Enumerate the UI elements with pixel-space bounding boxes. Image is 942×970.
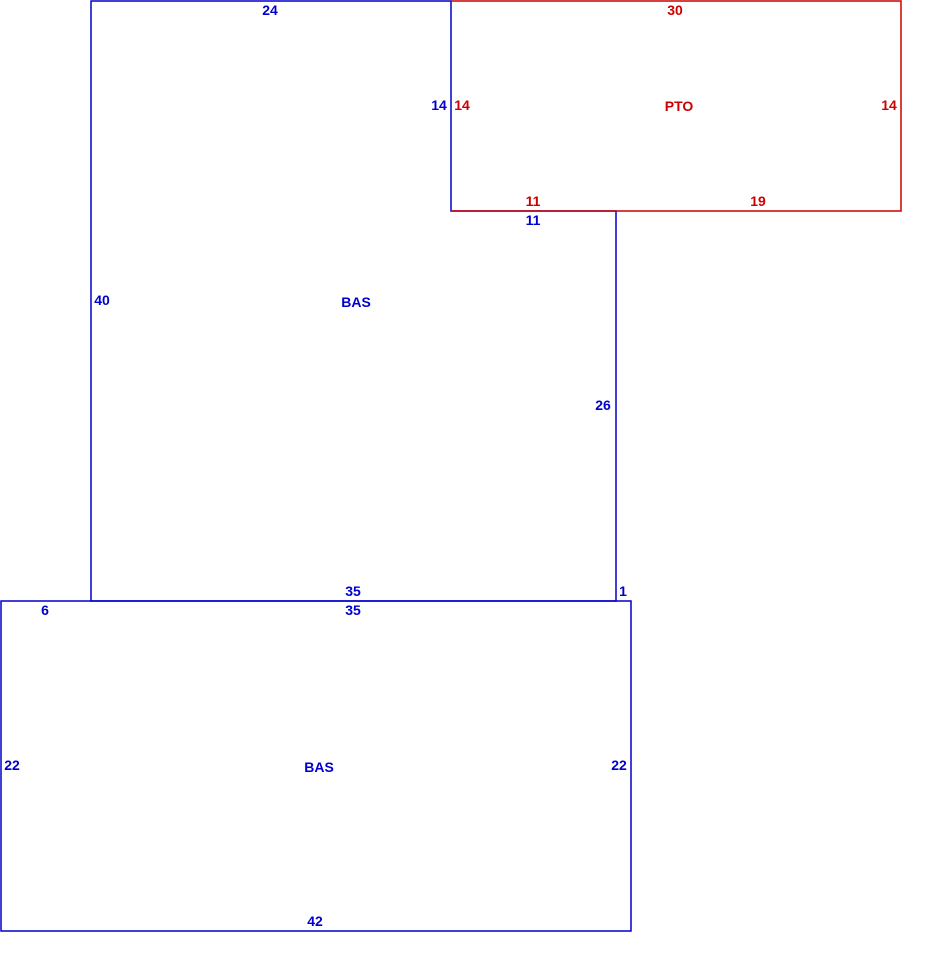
- bas-lower-outline: [0, 600, 632, 932]
- bas-lower-dim-left: 22: [4, 757, 20, 773]
- pto-dim-bottom-left: 11: [526, 193, 541, 209]
- bas-upper-dim-top: 24: [262, 2, 278, 18]
- bas-lower-dim-right: 22: [611, 757, 627, 773]
- bas-upper-dim-left: 40: [94, 292, 110, 308]
- bas-lower-dim-bottom: 42: [307, 913, 323, 929]
- bas-upper-dim-notch-bottom: 11: [526, 212, 541, 228]
- pto-outline: [451, 0, 902, 212]
- pto-dim-bottom-right: 19: [750, 193, 766, 209]
- pto-dim-right: 14: [881, 97, 897, 113]
- pto-dim-left: 14: [454, 97, 470, 113]
- bas-upper-dim-right-upper: 14: [431, 97, 447, 113]
- bas-upper-area-label: BAS: [341, 294, 371, 310]
- pto-dim-top: 30: [667, 2, 683, 18]
- bas-upper-dim-bottom: 35: [345, 583, 361, 599]
- bas-lower-area-label: BAS: [304, 759, 334, 775]
- bas-lower-dim-top: 35: [345, 602, 361, 618]
- bas-upper-dim-step: 1: [619, 583, 627, 599]
- bas-upper-dim-right-lower: 26: [595, 397, 611, 413]
- pto-area-label: PTO: [665, 98, 694, 114]
- bas-lower-dim-top-left: 6: [41, 602, 49, 618]
